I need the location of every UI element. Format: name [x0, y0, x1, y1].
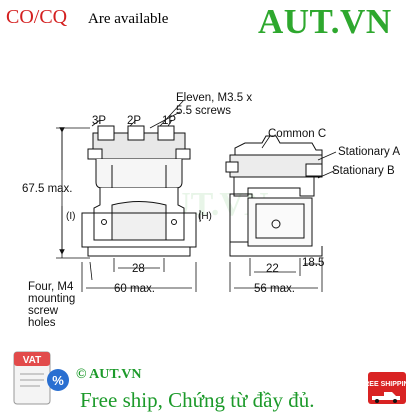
- mounting-note-line2: mounting: [28, 293, 75, 305]
- shipping-text: Free ship, Chứng từ đầy đủ.: [80, 388, 315, 412]
- mounting-note-line4: holes: [28, 317, 56, 329]
- outer-width-dimension: 60 max.: [114, 283, 155, 295]
- screw-note-line2: 5.5 screws: [176, 105, 231, 117]
- terminal-label-1p: 1P: [162, 115, 176, 127]
- free-shipping-stamp: FREE SHIPPING: [360, 372, 415, 404]
- terminal-label-2p: 2P: [127, 115, 141, 127]
- screw-note-line1: Eleven, M3.5 x: [176, 92, 252, 104]
- availability-text: Are available: [88, 11, 169, 27]
- stationary-a-label: Stationary A: [338, 146, 400, 158]
- side-inner-dimension: 22: [266, 263, 279, 275]
- vat-badge-text: VAT: [23, 355, 42, 366]
- side-small-dimension: 18.5: [302, 257, 324, 269]
- certificate-label: CO/CQ: [6, 6, 68, 28]
- front-view: [81, 125, 197, 257]
- center-mark-right: (H): [198, 211, 212, 222]
- svg-text:%: %: [52, 373, 64, 388]
- mounting-note-line3: screw: [28, 305, 59, 317]
- common-c-label: Common C: [268, 128, 326, 140]
- side-outer-dimension: 56 max.: [254, 283, 295, 295]
- percent-icon: %: [47, 369, 69, 391]
- side-view: [225, 135, 323, 257]
- brand-logo: AUT.VN: [258, 2, 392, 41]
- inner-width-dimension: 28: [132, 263, 145, 275]
- center-mark-left: (I): [66, 211, 75, 222]
- dimension-lines: [56, 99, 337, 292]
- stationary-b-label: Stationary B: [332, 165, 395, 177]
- copyright-text: © AUT.VN: [76, 367, 142, 382]
- vat-badge: VAT: [13, 351, 51, 405]
- terminal-label-3p: 3P: [92, 115, 106, 127]
- free-shipping-stamp-text: FREE SHIPPING: [360, 381, 415, 388]
- height-dimension: 67.5 max.: [22, 183, 73, 195]
- mounting-note-line1: Four, M4: [28, 281, 74, 293]
